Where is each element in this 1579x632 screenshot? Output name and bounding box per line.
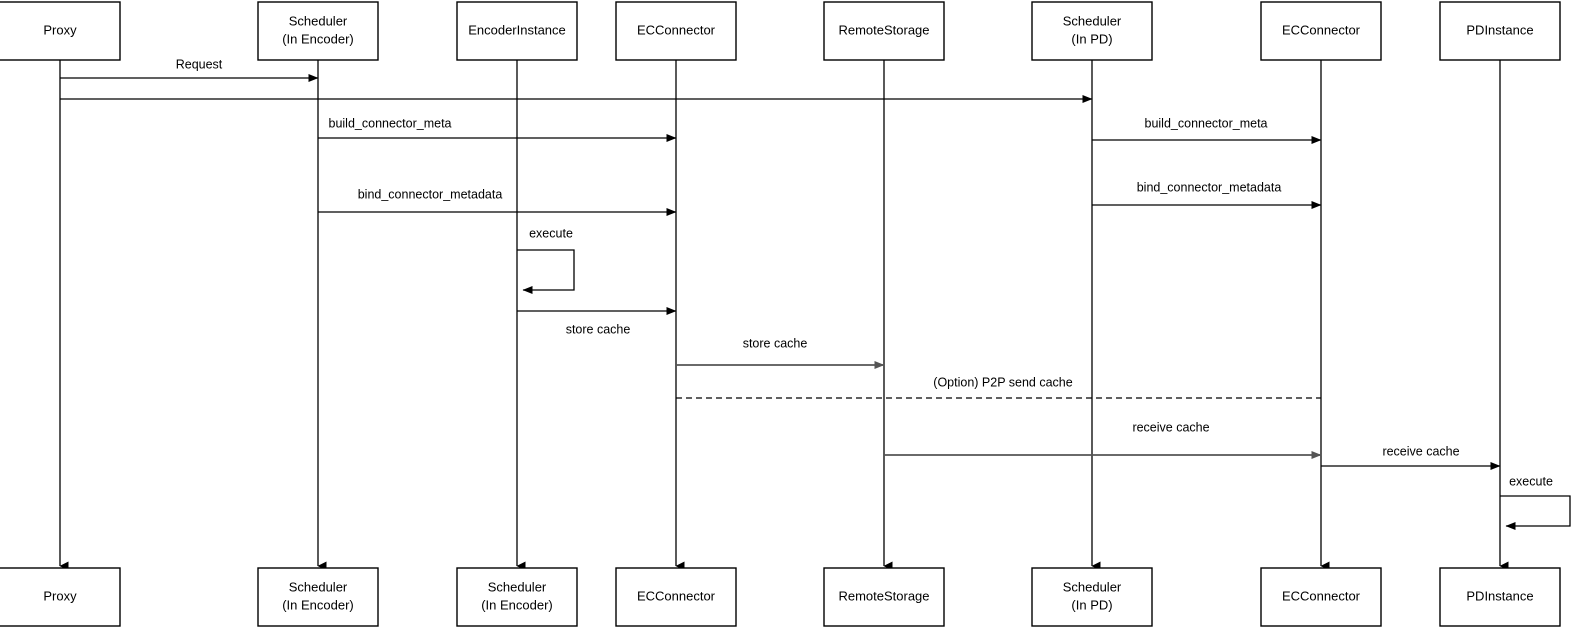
message-label-store-cache-remote: store cache	[743, 336, 808, 350]
participant-label-bottom-pd-inst: PDInstance	[1466, 588, 1533, 603]
participant-label-bottom-encoder-inst: Scheduler	[488, 579, 547, 594]
top-participant-labels: Proxy Scheduler (In Encoder) EncoderInstanc…	[0, 1, 1561, 61]
participant-sublabel-top-sched-pd: (In PD)	[1071, 31, 1112, 46]
participant-sublabel-bottom-sched-enc: (In Encoder)	[282, 597, 354, 612]
lifelines-layer	[59, 60, 1509, 571]
participant-box-bottom-sched-enc[interactable]	[257, 567, 379, 627]
messages-layer: Request build_connector_meta build_connect…	[60, 57, 1501, 470]
participant-box-top-sched-pd[interactable]	[1031, 1, 1153, 61]
participant-box-top-ec-conn-pd[interactable]	[1260, 1, 1382, 61]
participant-box-bottom-encoder-inst[interactable]	[456, 567, 578, 627]
participant-label-top-proxy: Proxy	[43, 22, 77, 37]
participant-label-top-encoder-inst: EncoderInstance	[468, 22, 566, 37]
participant-sublabel-top-sched-enc: (In Encoder)	[282, 31, 354, 46]
participant-box-top-pd-inst[interactable]	[1439, 1, 1561, 61]
participant-box-bottom-pd-inst[interactable]	[1439, 567, 1561, 627]
participant-box-bottom-proxy[interactable]	[0, 567, 121, 627]
participant-label-top-remote-store: RemoteStorage	[838, 22, 929, 37]
participant-box-bottom-remote-store[interactable]	[823, 567, 945, 627]
self-loop-label-execute-pdinstance: execute	[1509, 474, 1553, 488]
participant-label-top-ec-conn-pd: ECConnector	[1282, 22, 1361, 37]
participant-label-bottom-sched-enc: Scheduler	[289, 579, 348, 594]
message-label-bind-connector-meta-enc: bind_connector_metadata	[358, 187, 503, 201]
participant-sublabel-bottom-sched-pd: (In PD)	[1071, 597, 1112, 612]
participant-label-top-pd-inst: PDInstance	[1466, 22, 1533, 37]
message-label-p2p-send-cache: (Option) P2P send cache	[933, 375, 1072, 389]
participant-box-top-encoder-inst[interactable]	[456, 1, 578, 61]
message-label-build-connector-meta-enc: build_connector_meta	[329, 116, 452, 130]
participant-box-bottom-sched-pd[interactable]	[1031, 567, 1153, 627]
participant-sublabel-bottom-encoder-inst: (In Encoder)	[481, 597, 553, 612]
bottom-participant-labels: Proxy Scheduler (In Encoder) Scheduler (In E…	[0, 567, 1561, 627]
participant-label-top-sched-enc: Scheduler	[289, 13, 348, 28]
self-loop-execute-encoder[interactable]	[517, 249, 575, 294]
participant-box-top-remote-store[interactable]	[823, 1, 945, 61]
participant-box-top-ec-conn-enc[interactable]	[615, 1, 737, 61]
participant-label-bottom-ec-conn-pd: ECConnector	[1282, 588, 1361, 603]
participant-box-top-sched-enc[interactable]	[257, 1, 379, 61]
participant-box-bottom-ec-conn-enc[interactable]	[615, 567, 737, 627]
participant-label-bottom-remote-store: RemoteStorage	[838, 588, 929, 603]
participant-box-top-proxy[interactable]	[0, 1, 121, 61]
message-label-build-connector-meta-pd: build_connector_meta	[1145, 116, 1268, 130]
self-loop-label-execute-encoder: execute	[529, 226, 573, 240]
self-loop-execute-pdinstance[interactable]	[1500, 495, 1571, 530]
participant-label-bottom-ec-conn-enc: ECConnector	[637, 588, 716, 603]
participant-label-top-sched-pd: Scheduler	[1063, 13, 1122, 28]
message-label-receive-cache-remote: receive cache	[1132, 420, 1209, 434]
participant-label-bottom-sched-pd: Scheduler	[1063, 579, 1122, 594]
message-label-receive-cache-pd: receive cache	[1382, 444, 1459, 458]
message-label-bind-connector-meta-pd: bind_connector_metadata	[1137, 180, 1282, 194]
message-label-request: Request	[176, 57, 223, 71]
message-label-store-cache-local: store cache	[566, 322, 631, 336]
participant-label-top-ec-conn-enc: ECConnector	[637, 22, 716, 37]
participant-box-bottom-ec-conn-pd[interactable]	[1260, 567, 1382, 627]
participant-label-bottom-proxy: Proxy	[43, 588, 77, 603]
self-loops-layer: execute execute	[517, 226, 1571, 530]
